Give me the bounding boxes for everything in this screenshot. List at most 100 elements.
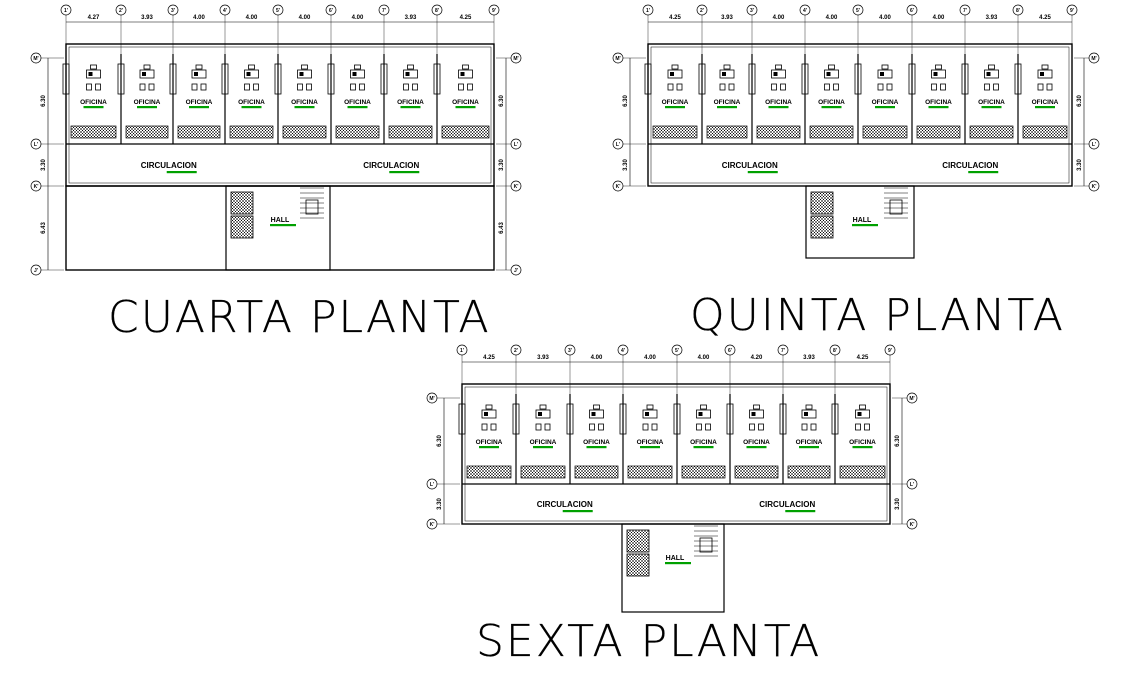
armchair-icon bbox=[771, 83, 777, 91]
label-underline bbox=[768, 106, 789, 109]
row-label: M' bbox=[615, 56, 620, 62]
hall-wall bbox=[621, 523, 725, 613]
desk-icon bbox=[297, 69, 312, 79]
monitor-icon bbox=[484, 412, 488, 416]
corridor-label: CIRCULACION bbox=[141, 161, 197, 170]
cabinet-hatch bbox=[787, 465, 831, 479]
monitor-icon bbox=[142, 72, 146, 76]
cabinet-hatch bbox=[1022, 125, 1068, 139]
cabinet-hatch bbox=[70, 125, 117, 139]
desk-icon bbox=[931, 69, 946, 79]
cabinet-hatch bbox=[125, 125, 169, 139]
dimension-label: 6.30 bbox=[437, 435, 443, 447]
office-label: OFICINA bbox=[690, 439, 717, 446]
axis-label: 1' bbox=[460, 348, 464, 354]
office-label: OFICINA bbox=[925, 99, 952, 106]
office-label: OFICINA bbox=[637, 439, 664, 446]
chair-icon bbox=[700, 404, 707, 410]
chair-icon bbox=[859, 404, 866, 410]
armchair-icon bbox=[297, 83, 303, 91]
office-label: OFICINA bbox=[397, 99, 424, 106]
column bbox=[169, 63, 177, 95]
armchair-icon bbox=[244, 83, 250, 91]
monitor-icon bbox=[986, 72, 991, 76]
row-label: L' bbox=[616, 142, 620, 148]
label-underline bbox=[928, 106, 949, 109]
monitor-icon bbox=[246, 72, 251, 76]
desk-icon bbox=[139, 69, 155, 79]
label-underline bbox=[479, 446, 499, 449]
armchair-icon bbox=[467, 83, 473, 91]
armchair-icon bbox=[481, 423, 488, 431]
label-underline bbox=[270, 224, 296, 227]
chair-icon bbox=[301, 64, 308, 70]
armchair-icon bbox=[855, 423, 861, 431]
cabinet-hatch bbox=[862, 125, 908, 139]
armchair-icon bbox=[833, 83, 839, 91]
armchair-icon bbox=[412, 83, 418, 91]
label-underline bbox=[347, 106, 368, 109]
elevator-shaft bbox=[810, 191, 834, 215]
label-underline bbox=[640, 446, 660, 449]
office-label: OFICINA bbox=[583, 439, 610, 446]
armchair-icon bbox=[253, 83, 259, 91]
axis-label: 3' bbox=[568, 348, 572, 354]
desk-icon bbox=[855, 409, 870, 419]
cabinet-hatch bbox=[734, 465, 779, 479]
label-underline bbox=[693, 446, 714, 449]
dimension-label: 4.27 bbox=[88, 15, 100, 21]
armchair-icon bbox=[350, 83, 356, 91]
chair-icon bbox=[539, 404, 547, 410]
monitor-icon bbox=[698, 412, 703, 416]
elevator-shaft bbox=[810, 215, 834, 239]
stair-landing bbox=[305, 199, 319, 215]
dimension-label: 3.93 bbox=[721, 15, 733, 21]
cabinet-hatch bbox=[916, 125, 961, 139]
armchair-icon bbox=[490, 423, 497, 431]
column bbox=[748, 63, 756, 95]
cabinet-hatch bbox=[282, 125, 327, 139]
label-underline bbox=[455, 106, 476, 109]
axis-label: 2' bbox=[514, 348, 518, 354]
axis-label: 7' bbox=[963, 8, 967, 14]
row-label: J' bbox=[514, 268, 518, 274]
axis-label: 4' bbox=[621, 348, 625, 354]
label-underline bbox=[746, 446, 767, 449]
column bbox=[908, 63, 916, 95]
column bbox=[380, 63, 388, 95]
cabinet-hatch bbox=[388, 125, 433, 139]
desk-icon bbox=[667, 69, 683, 79]
armchair-icon bbox=[200, 83, 207, 91]
dimension-label: 4.00 bbox=[352, 15, 364, 21]
column bbox=[779, 403, 787, 435]
cabinet-hatch bbox=[574, 465, 619, 479]
dimension-label: 3.30 bbox=[623, 159, 629, 171]
desk-icon bbox=[771, 69, 786, 79]
dimension-label: 4.25 bbox=[857, 355, 869, 361]
dimension-label: 6.30 bbox=[41, 95, 47, 107]
row-label: L' bbox=[910, 482, 914, 488]
plan-title-cuarta: CUARTA PLANTA bbox=[108, 292, 491, 343]
chair-icon bbox=[485, 404, 493, 410]
column bbox=[117, 63, 125, 95]
label-underline bbox=[717, 106, 737, 109]
armchair-icon bbox=[589, 423, 595, 431]
office-label: OFICINA bbox=[765, 99, 792, 106]
column bbox=[221, 63, 229, 95]
desk-icon bbox=[458, 69, 473, 79]
axis-label: 4' bbox=[223, 8, 227, 14]
chair-icon bbox=[881, 64, 889, 70]
armchair-icon bbox=[993, 83, 999, 91]
dimension-label: 6.30 bbox=[623, 95, 629, 107]
dimension-label: 4.00 bbox=[299, 15, 311, 21]
dimension-label: 3.30 bbox=[437, 498, 443, 510]
desk-icon bbox=[350, 69, 365, 79]
axis-label: 9' bbox=[888, 348, 892, 354]
dimension-label: 4.00 bbox=[591, 355, 603, 361]
row-label: K' bbox=[910, 522, 915, 528]
chair-icon bbox=[462, 64, 469, 70]
armchair-icon bbox=[780, 83, 786, 91]
row-label: K' bbox=[34, 184, 39, 190]
label-underline bbox=[562, 510, 593, 513]
